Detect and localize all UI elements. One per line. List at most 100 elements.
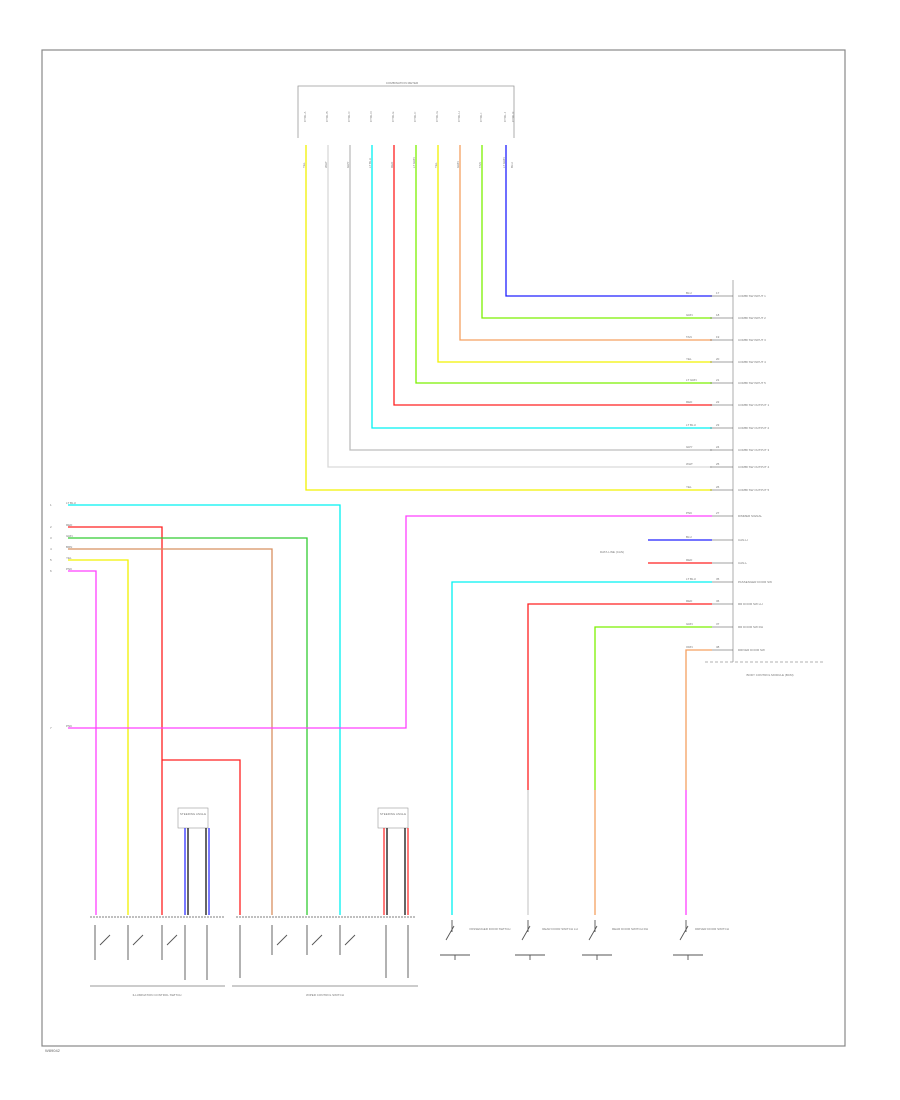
right-row-label: COMBI SW INPUT 3 xyxy=(738,338,766,342)
door-switch-2: REAR DOOR SWITCH LH xyxy=(515,920,578,960)
left-row-pin: 5 xyxy=(50,558,52,562)
left-row-pin: 6 xyxy=(50,569,52,573)
door-switch-2-label: REAR DOOR SWITCH LH xyxy=(542,927,578,931)
top-pin-label: CTRL C xyxy=(347,110,351,122)
bcm-label: BODY CONTROL MODULE (BCM) xyxy=(746,673,793,677)
wiper-switch: WIPER CONTROL SWITCH xyxy=(232,916,418,997)
bcm-connector: BODY CONTROL MODULE (BCM) DATA LINE (CAN… xyxy=(600,280,825,677)
wire-left-green xyxy=(68,537,308,915)
top-wire-code: LT GRN xyxy=(502,157,506,168)
right-row-label: COMBI SW OUTPUT 2 xyxy=(738,426,769,430)
right-row-color-code: BLU xyxy=(686,535,692,539)
right-row-pin: 35 xyxy=(716,577,720,581)
top-wire-code: TAN xyxy=(478,162,482,168)
wire-orange xyxy=(459,145,712,341)
left-row-color-code: YEL xyxy=(66,556,72,560)
right-row-label: COMBI SW INPUT 5 xyxy=(738,381,766,385)
right-row-pin: 22 xyxy=(716,400,720,404)
right-row-pin: 18 xyxy=(716,313,720,317)
right-row-color-code: WHT xyxy=(686,462,693,466)
right-row-color-code: RED xyxy=(686,400,693,404)
right-row-color-code: GRN xyxy=(686,313,693,317)
right-row-pin: 25 xyxy=(716,462,720,466)
wire-left-red xyxy=(68,526,163,915)
left-row-color-code: PNK xyxy=(66,567,72,571)
connector-tag-a-label: STEERING ANGLE xyxy=(180,812,206,816)
right-row-label: COMBI SW OUTPUT 4 xyxy=(738,465,769,469)
right-row-color-code: YEL xyxy=(686,485,692,489)
left-row-pin: 7 xyxy=(50,726,52,730)
door-switch-3: REAR DOOR SWITCH RH xyxy=(582,920,648,960)
top-connector: COMBINATION METER xyxy=(297,81,515,138)
right-row-label: DRIVER DOOR SW xyxy=(738,648,765,652)
door-wires xyxy=(451,581,712,915)
can-note: DATA LINE (CAN) xyxy=(600,550,624,554)
top-wire-code: YEL xyxy=(302,162,306,168)
wire-lime xyxy=(415,145,712,384)
top-wires xyxy=(305,145,712,491)
right-row-label: COMBI SW OUTPUT 5 xyxy=(738,488,769,492)
top-wire-code: GRN xyxy=(456,161,460,168)
right-row-color-code: YEL xyxy=(686,357,692,361)
right-row-color-code: LT GRN xyxy=(686,378,697,382)
top-pin-label: CTRL J xyxy=(503,111,507,122)
right-row-label: CAN-H xyxy=(738,538,748,542)
left-row-pin: 1 xyxy=(50,503,52,507)
wire-left-cyan xyxy=(68,504,341,915)
right-row-label: COMBI SW INPUT 2 xyxy=(738,316,766,320)
wiper-switch-label: WIPER CONTROL SWITCH xyxy=(306,993,344,997)
connector-tag-b-label: STEERING ANGLE xyxy=(380,812,406,816)
diagram-frame xyxy=(41,49,846,1047)
wire-door-green xyxy=(594,626,712,790)
left-wires xyxy=(68,504,712,915)
wire-white xyxy=(327,145,712,468)
top-wire-code: WHT xyxy=(324,161,328,168)
wire-door-orange-2 xyxy=(685,649,712,790)
door-switch-3-label: REAR DOOR SWITCH RH xyxy=(612,927,648,931)
connector-header-label: COMBINATION METER xyxy=(386,81,419,85)
left-row-color-code: LT BLU xyxy=(66,501,76,505)
top-pin-label: CTRL B xyxy=(325,111,329,122)
right-row-label: COMBI SW OUTPUT 1 xyxy=(738,403,769,407)
right-row-label: RR DOOR SW RH xyxy=(738,625,763,629)
right-row-pin: 26 xyxy=(716,485,720,489)
top-wire-code: RED xyxy=(390,161,394,168)
right-row-color-code: GRN xyxy=(686,622,693,626)
right-row-color-code: TAN xyxy=(686,335,692,339)
wire-door-cyan xyxy=(451,581,712,915)
right-row-color-code: PNK xyxy=(686,511,692,515)
left-row-color-code: RED xyxy=(66,523,73,527)
left-row-color-code: GRN xyxy=(66,534,73,538)
top-pin-label: CTRL K xyxy=(511,111,515,122)
wire-dimmer-pink xyxy=(68,515,712,729)
left-row-color-code: PNK xyxy=(66,724,72,728)
right-row-color-code: LT BLU xyxy=(686,423,696,427)
wire-blue xyxy=(505,145,712,297)
right-row-label: CAN-L xyxy=(738,561,747,565)
right-row-label: COMBI SW INPUT 4 xyxy=(738,360,766,364)
top-pin-label: CTRL F xyxy=(413,111,417,122)
door-switch-1-label: PASSENGER DOOR SWITCH xyxy=(470,927,511,931)
right-row-pin: 17 xyxy=(716,291,720,295)
wire-left-pink xyxy=(68,570,97,915)
right-row-label: COMBI SW INPUT 1 xyxy=(738,294,766,298)
top-pin-label: CTRL H xyxy=(457,111,461,122)
top-wire-code: YEL xyxy=(434,162,438,168)
left-row-pin: 3 xyxy=(50,536,52,540)
top-pin-label: CTRL E xyxy=(391,111,395,122)
right-row-color-code: BLU xyxy=(686,291,692,295)
right-row-pin: 21 xyxy=(716,378,720,382)
wire-left-yellow xyxy=(68,559,129,915)
right-row-pin: 38 xyxy=(716,645,720,649)
top-pin-label: CTRL D xyxy=(369,110,373,122)
wire-door-red xyxy=(527,603,712,790)
top-wire-code: BLU xyxy=(510,162,514,168)
footer-code: W89042 xyxy=(45,1048,61,1053)
right-row-label: RR DOOR SW LH xyxy=(738,602,763,606)
wire-yellow-1 xyxy=(305,145,712,491)
wire-left-brown xyxy=(68,548,273,915)
left-row-pin: 4 xyxy=(50,547,52,551)
